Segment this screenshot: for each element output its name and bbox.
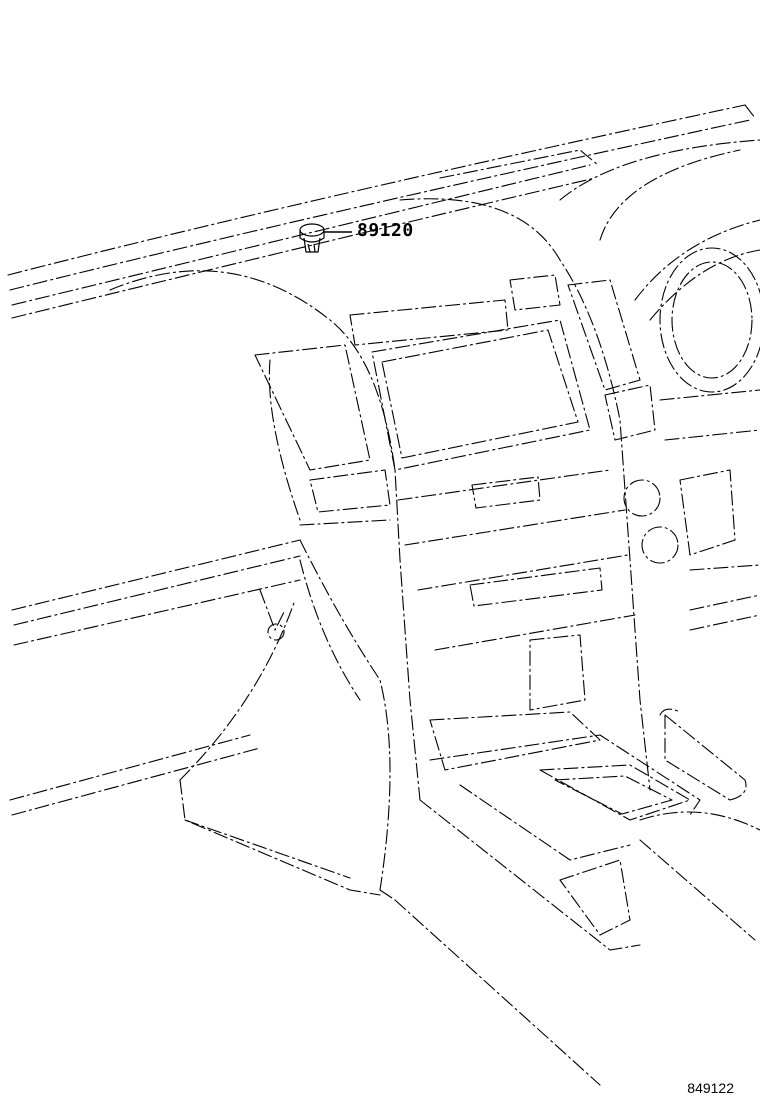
part-number-label: 89120 xyxy=(357,220,414,241)
center-console xyxy=(379,564,760,1086)
center-stack xyxy=(109,198,736,801)
dash-top-outline xyxy=(7,104,756,319)
diagram-code: 849122 xyxy=(687,1080,734,1096)
left-dash xyxy=(9,539,391,896)
instrument-hood xyxy=(559,139,760,441)
part-89120 xyxy=(299,223,352,253)
